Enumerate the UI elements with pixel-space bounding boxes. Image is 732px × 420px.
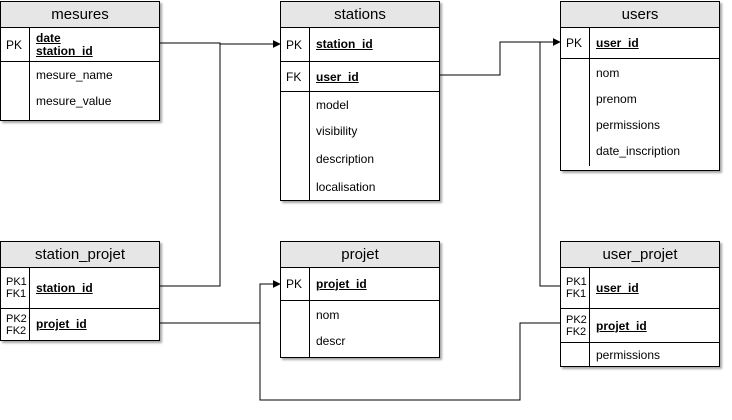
attributes-section: mesure_name mesure_value bbox=[1, 61, 159, 120]
attributes-section: nom descr bbox=[281, 300, 439, 357]
connector-stations-users bbox=[440, 38, 561, 76]
fk-label: FK bbox=[286, 70, 302, 84]
field-model: model bbox=[316, 98, 349, 112]
key1-label-fk: FK1 bbox=[6, 288, 27, 300]
key2-label-pk: PK2 bbox=[566, 314, 587, 326]
key2-field-projet-id: projet_id bbox=[596, 318, 647, 333]
field-permissions: permissions bbox=[596, 118, 661, 132]
pk-field-projet-id: projet_id bbox=[316, 276, 367, 291]
key1-field-station-id: station_id bbox=[36, 280, 93, 295]
key-field-station-id: station_id bbox=[36, 43, 93, 58]
connector-user-projet-users bbox=[539, 42, 560, 287]
entity-title: stations bbox=[281, 2, 439, 28]
pk-label: PK bbox=[286, 37, 303, 52]
key2-label-fk: FK2 bbox=[566, 326, 587, 338]
pk-field-station-id: station_id bbox=[316, 37, 373, 51]
field-visibility: visibility bbox=[316, 124, 358, 138]
key-field-date: date bbox=[36, 30, 61, 45]
key2-label-pk: PK2 bbox=[6, 312, 27, 325]
connector-user-projet-projet bbox=[259, 284, 560, 401]
field-nom: nom bbox=[596, 66, 620, 80]
field-mesure-name: mesure_name bbox=[36, 68, 113, 82]
attributes-section: nom prenom permissions date_inscription bbox=[561, 58, 719, 170]
connector-mesures-stations bbox=[160, 40, 281, 48]
connector-station-projet-stations bbox=[160, 44, 221, 287]
key1-section: PK1 FK1 user_id bbox=[561, 268, 719, 308]
field-date-inscription: date_inscription bbox=[596, 144, 681, 158]
entity-title: mesures bbox=[1, 2, 159, 28]
key2-section: PK2 FK2 projet_id bbox=[561, 308, 719, 343]
entity-title: station_projet bbox=[1, 242, 159, 268]
entity-station-projet[interactable]: station_projet PK1 FK1 station_id PK2 FK… bbox=[0, 241, 160, 341]
pk-label: PK bbox=[286, 277, 303, 291]
pk-label: PK bbox=[566, 36, 583, 50]
entity-title: user_projet bbox=[561, 242, 719, 268]
pk-section: PK projet_id bbox=[281, 268, 439, 300]
attributes-section: permissions bbox=[561, 342, 719, 366]
key1-field-user-id: user_id bbox=[596, 280, 639, 295]
field-mesure-value: mesure_value bbox=[36, 94, 112, 108]
entity-projet[interactable]: projet PK projet_id nom descr bbox=[280, 241, 440, 358]
connector-station-projet-projet bbox=[160, 280, 281, 324]
fk-section: FK user_id bbox=[281, 61, 439, 92]
entity-user-projet[interactable]: user_projet PK1 FK1 user_id PK2 FK2 proj… bbox=[560, 241, 720, 367]
field-prenom: prenom bbox=[596, 92, 637, 106]
field-nom: nom bbox=[316, 308, 340, 322]
entity-mesures[interactable]: mesures PK date station_id mesure_name m… bbox=[0, 1, 160, 121]
field-descr: descr bbox=[316, 334, 346, 348]
entity-users[interactable]: users PK user_id nom prenom permissions … bbox=[560, 1, 720, 171]
key2-section: PK2 FK2 projet_id bbox=[1, 308, 159, 340]
key-section: PK date station_id bbox=[1, 28, 159, 61]
pk-section: PK user_id bbox=[561, 28, 719, 58]
key2-label-fk: FK2 bbox=[6, 324, 27, 337]
entity-title: projet bbox=[281, 242, 439, 268]
pk-section: PK station_id bbox=[281, 28, 439, 61]
entity-stations[interactable]: stations PK station_id FK user_id model … bbox=[280, 1, 440, 201]
pk-field-user-id: user_id bbox=[596, 35, 639, 50]
entity-title: users bbox=[561, 2, 719, 28]
key1-label-fk: FK1 bbox=[566, 288, 587, 300]
key2-field-projet-id: projet_id bbox=[36, 317, 87, 331]
field-localisation: localisation bbox=[316, 180, 376, 194]
field-permissions: permissions bbox=[596, 347, 661, 362]
fk-field-user-id: user_id bbox=[316, 69, 359, 84]
key1-label-pk: PK1 bbox=[6, 276, 27, 288]
attributes-section: model visibility description localisatio… bbox=[281, 91, 439, 200]
key1-section: PK1 FK1 station_id bbox=[1, 268, 159, 308]
field-description: description bbox=[316, 152, 375, 166]
key-label: PK bbox=[6, 37, 23, 52]
key1-label-pk: PK1 bbox=[566, 276, 587, 288]
